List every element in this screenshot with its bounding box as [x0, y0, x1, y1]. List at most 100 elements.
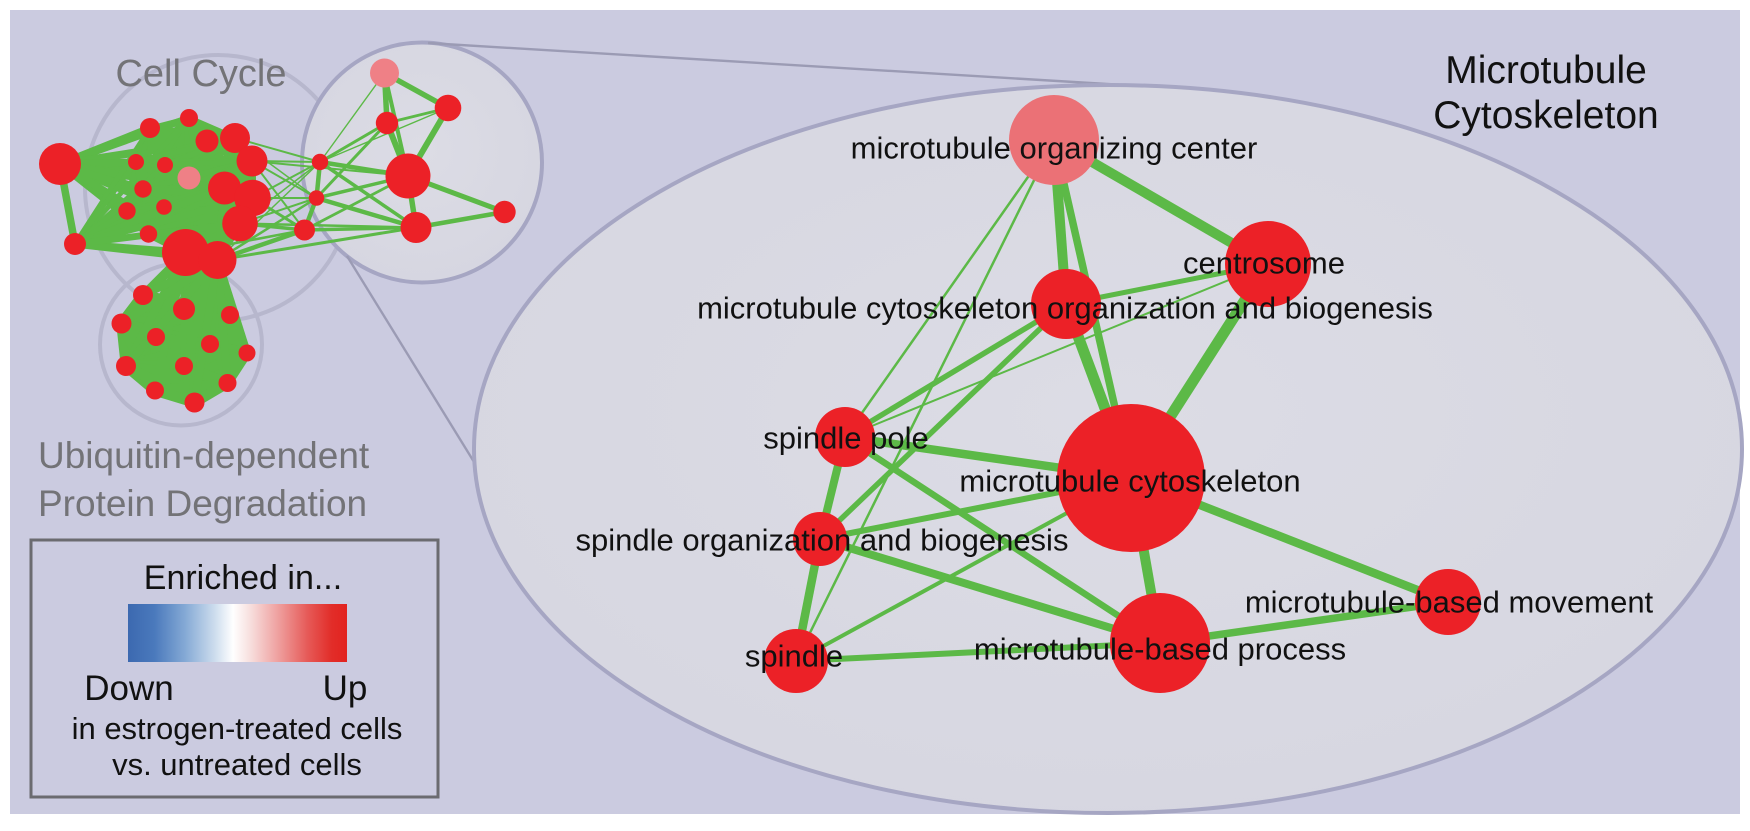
magnifier-callout-lines [345, 41, 1141, 484]
network-edge [319, 160, 417, 229]
network-node-u7 [238, 344, 256, 362]
network-node-spn [764, 629, 828, 693]
network-node-m_sp [311, 153, 329, 171]
network-node-cen [1225, 221, 1311, 307]
network-edge [251, 160, 409, 177]
legend-desc-line1: in estrogen-treated cells [72, 711, 403, 746]
network-node-mbm [1415, 569, 1481, 635]
network-node-moc [1009, 95, 1099, 185]
network-node-c9 [236, 145, 268, 177]
network-edge [119, 256, 220, 327]
network-node-c5 [220, 123, 250, 153]
callout-line [427, 41, 1141, 88]
network-node-u4 [111, 313, 132, 334]
legend-desc-line2: vs. untreated cells [112, 747, 362, 782]
network-edge [122, 257, 221, 369]
zoom-node-labels: microtubule organizing center centrosome m… [576, 131, 1654, 674]
network-node-c15 [162, 229, 209, 276]
zoom-network-nodes [764, 95, 1481, 693]
network-node-c12 [156, 199, 172, 215]
network-node-u5 [147, 328, 165, 346]
network-node-m_mbm [493, 200, 516, 224]
node-label-spn: spindle [745, 639, 843, 674]
network-node-c16 [198, 241, 237, 279]
network-edge [844, 263, 1269, 438]
network-node-c4 [195, 129, 219, 153]
network-node-u12 [184, 392, 205, 413]
legend-box [29, 538, 440, 799]
network-node-c8 [177, 166, 201, 190]
network-node-c3 [180, 109, 198, 127]
network-edge [319, 107, 449, 163]
node-label-cen: centrosome [1183, 246, 1345, 281]
network-node-c11 [118, 202, 136, 220]
node-label-mbp: microtubule-based process [974, 632, 1346, 667]
network-edge [217, 226, 417, 262]
network-node-m_mc [385, 153, 431, 199]
network-edge [190, 259, 222, 404]
network-node-sp [815, 407, 875, 467]
legend-up-label: Up [323, 669, 368, 708]
network-edge [319, 121, 388, 164]
callout-line [345, 255, 489, 484]
network-node-u1 [133, 285, 153, 305]
network-edge [216, 196, 318, 262]
network-edge [794, 139, 1056, 662]
network-node-c2 [140, 118, 160, 138]
legend: Enriched in... Down Up in estrogen-treat… [29, 538, 440, 799]
network-node-m_so [308, 190, 325, 206]
network-node-m_mbp [400, 212, 432, 243]
legend-title: Enriched in... [144, 559, 342, 597]
network-node-c17 [208, 171, 241, 205]
node-label-mbm: microtubule-based movement [1245, 585, 1654, 620]
network-edge [239, 222, 417, 229]
network-node-c14 [64, 233, 86, 255]
network-node-c1 [39, 143, 81, 185]
network-node-c7 [157, 157, 173, 173]
network-node-so [793, 512, 847, 566]
network-edge [319, 72, 386, 163]
network-node-m_moc [370, 58, 399, 88]
cell-cycle-label: Cell Cycle [115, 53, 286, 95]
network-node-m_spn [294, 219, 315, 241]
legend-down-label: Down [84, 669, 173, 708]
node-label-mcob: microtubule cytoskeleton organization an… [697, 291, 1433, 326]
mini-network-nodes [39, 58, 516, 413]
network-edge [843, 434, 1162, 646]
legend-gradient-bar [128, 604, 347, 662]
network-node-u6 [201, 335, 219, 353]
node-label-mc: microtubule cytoskeleton [959, 464, 1300, 499]
figure-title-line1: Microtubule [1445, 49, 1647, 92]
network-node-c13 [139, 225, 158, 243]
figure-title-line2: Cytoskeleton [1433, 94, 1658, 137]
network-edge [73, 160, 138, 246]
network-edge [315, 195, 417, 230]
network-node-u11 [146, 381, 164, 400]
network-node-u10 [218, 374, 237, 392]
network-node-c10 [134, 180, 152, 198]
node-label-moc: microtubule organizing center [851, 131, 1258, 166]
network-node-u3 [221, 306, 239, 324]
network-node-u9 [175, 357, 193, 375]
network-edge [818, 535, 1162, 647]
network-node-m_mcob [375, 111, 399, 135]
network-edge [213, 259, 232, 384]
ubiquitin-label-line1: Ubiquitin-dependent [38, 435, 370, 476]
ubiquitin-label-line2: Protein Degradation [38, 483, 367, 524]
network-edge [315, 121, 389, 200]
network-edge [843, 301, 1068, 440]
network-node-u2 [173, 298, 195, 320]
node-label-sp: spindle pole [763, 421, 928, 456]
network-node-c19 [222, 205, 258, 242]
network-node-mcob [1031, 269, 1101, 339]
node-label-so: spindle organization and biogenesis [576, 523, 1069, 558]
network-node-mbp [1110, 593, 1210, 693]
network-node-c6 [128, 154, 144, 170]
network-edge [818, 302, 1068, 541]
network-edge [151, 258, 222, 393]
network-node-u8 [116, 356, 136, 376]
network-edge [843, 139, 1056, 438]
network-edge [795, 640, 1161, 664]
network-node-m_cen [434, 94, 462, 122]
